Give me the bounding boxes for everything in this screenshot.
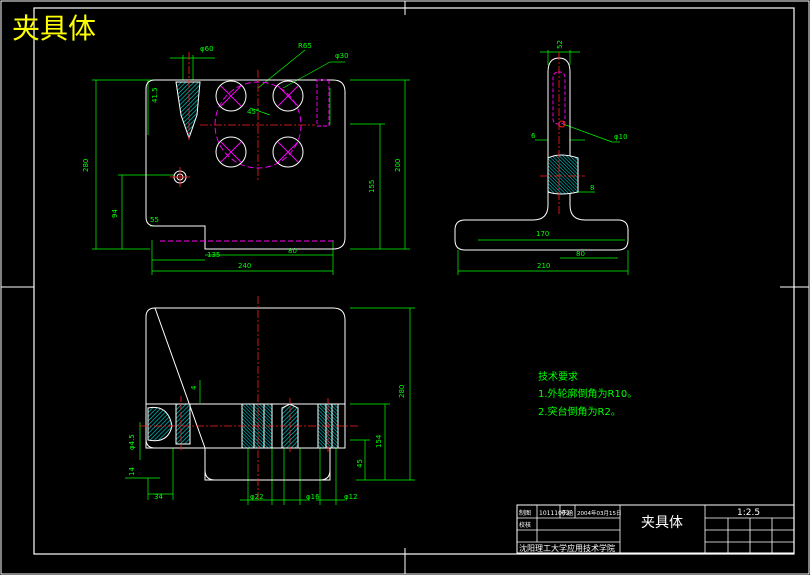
tb-check-label: 校核 <box>519 521 531 529</box>
tech-req-item-1: 1.外轮廓倒角为R10。 <box>538 387 637 400</box>
dim-14: 14 <box>128 467 136 476</box>
dim-phi30: φ30 <box>335 52 349 60</box>
dim-phi22: φ22 <box>250 493 264 501</box>
title-block: 制图 10111002 于涵 2004年03月15日 校核 沈阳理工大学应用技术… <box>516 504 795 554</box>
dim-135: 135 <box>207 251 220 259</box>
dim-6: 6 <box>531 132 536 140</box>
dim-34: 34 <box>154 493 163 501</box>
tb-drawn-date: 2004年03月15日 <box>577 509 622 517</box>
dim-280-front: 280 <box>82 159 90 172</box>
dim-155: 155 <box>368 180 376 193</box>
dim-r65: R65 <box>298 42 312 50</box>
top-view: 280 φ4.5 14 34 4 φ22 φ16 φ12 45 154 <box>125 296 415 505</box>
dim-phi10: φ10 <box>614 133 628 141</box>
dim-4: 4 <box>190 385 198 390</box>
technical-requirements: 技术要求 1.外轮廓倒角为R10。 2.突台倒角为R2。 <box>538 370 637 418</box>
dim-55: 55 <box>150 216 159 224</box>
tb-scale: 1:2.5 <box>737 508 760 518</box>
dim-phi4-5: φ4.5 <box>128 434 136 450</box>
dim-80-side: 80 <box>576 250 585 258</box>
dim-240: 240 <box>238 262 251 270</box>
dim-154: 154 <box>375 434 383 448</box>
dim-45: 45 <box>356 459 364 468</box>
dim-8: 8 <box>590 184 594 192</box>
dim-41-5: 41.5 <box>151 87 159 103</box>
dim-phi12: φ12 <box>344 493 358 501</box>
tb-drawn-label: 制图 <box>519 509 531 517</box>
dim-94: 94 <box>111 209 119 218</box>
dim-52: 52 <box>556 40 564 49</box>
dim-170: 170 <box>536 230 549 238</box>
dim-200: 200 <box>394 159 402 172</box>
header-title: 夹具体 <box>12 12 96 45</box>
tech-req-item-2: 2.突台倒角为R2。 <box>538 405 621 418</box>
tb-school: 沈阳理工大学应用技术学院 <box>519 543 615 553</box>
dim-280-top: 280 <box>398 385 406 398</box>
dim-angle45: 45° <box>247 108 259 116</box>
dim-210: 210 <box>537 262 550 270</box>
tb-drawn-id: 10111002 <box>539 510 570 517</box>
dim-80-front: 80 <box>288 247 297 255</box>
side-view: 52 6 φ10 8 170 80 210 <box>454 40 629 275</box>
dim-phi16: φ16 <box>306 493 320 501</box>
dim-phi60: φ60 <box>200 45 214 53</box>
tb-part-name: 夹具体 <box>641 515 683 531</box>
tech-req-title: 技术要求 <box>538 370 578 383</box>
front-view: φ60 R65 φ30 45° 41.5 280 94 55 135 80 24… <box>82 42 410 275</box>
tb-drawn-name: 于涵 <box>561 509 573 517</box>
